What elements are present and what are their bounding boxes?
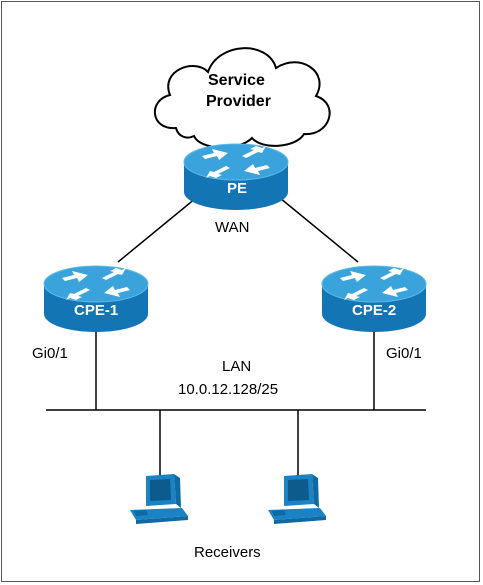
receivers-label: Receivers (194, 544, 261, 561)
cpe2-router-icon (321, 265, 427, 333)
cloud-label-line1: Service (208, 72, 265, 89)
pe-router-label: PE (227, 180, 248, 197)
lan-subnet-label: 10.0.12.128/25 (178, 381, 279, 398)
wan-link-pe-cpe1 (117, 197, 197, 263)
receiver-host-1-icon (130, 474, 188, 524)
lan-label: LAN (222, 358, 252, 375)
cpe1-router-label: CPE-1 (74, 302, 119, 319)
cpe1-interface-label: Gi0/1 (32, 345, 68, 362)
cpe1-router-icon (43, 265, 149, 333)
wan-label: WAN (215, 219, 250, 236)
pe-router-icon (183, 143, 289, 211)
cpe2-router-label: CPE-2 (352, 302, 397, 319)
cloud-label-line2: Provider (206, 93, 271, 110)
wan-link-pe-cpe2 (279, 197, 359, 263)
cpe2-interface-label: Gi0/1 (386, 345, 422, 362)
receiver-host-2-icon (268, 474, 326, 524)
